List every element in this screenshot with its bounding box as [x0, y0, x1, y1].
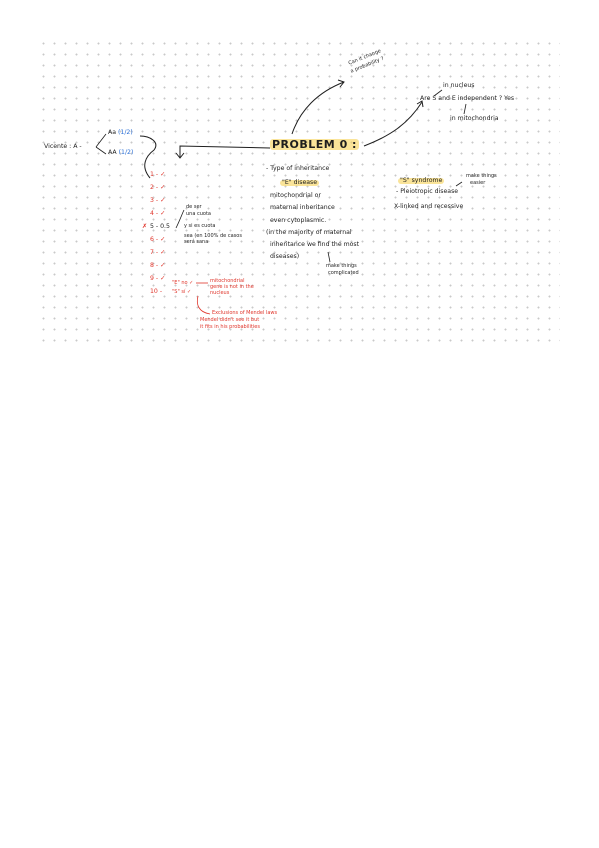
arrow-easier	[455, 181, 463, 187]
checklist-item-10: 10 -	[150, 288, 163, 295]
checklist-item-3: 3 - ✓	[150, 197, 166, 204]
genotype-aa-upper-fraction: (1/2)	[118, 129, 133, 136]
arrow-head-independence	[416, 100, 424, 108]
q10-s-si: "S" sí ✓	[172, 289, 192, 295]
arrow-to-independence	[363, 101, 423, 147]
genotype-aa-upper-text: Aa	[108, 129, 117, 136]
dot-grid-background	[38, 38, 560, 348]
note-5-line5: será sana	[184, 239, 209, 245]
inheritance-maternal: maternal inheritance	[270, 204, 335, 211]
arrow-complicated	[327, 251, 331, 263]
note-easier-line1: make things	[466, 173, 497, 179]
genotype-label: Vicente : A -	[44, 143, 82, 150]
inheritance-mito: mitochondrial or	[270, 192, 321, 199]
e-disease-label: "E" disease	[280, 179, 320, 187]
genotype-aa-lower: AA (1/2)	[108, 149, 134, 156]
checklist-item-8: 8 - ✓	[150, 262, 166, 269]
q10-mito-line3: nucleus	[210, 290, 230, 296]
genotype-aa-lower-text: AA	[108, 149, 117, 156]
genotype-aa-upper: Aa (1/2)	[108, 129, 133, 136]
checklist-item-4: 4 - ✓	[150, 210, 166, 217]
q10-e-no: "E" no ✓	[172, 280, 194, 286]
arrow-to-question	[291, 81, 345, 135]
genotype-aa-lower-fraction: (1/2)	[118, 149, 134, 156]
arrow-head-question	[337, 79, 345, 88]
s-syndrome-xlinked: X-linked and recessive	[394, 203, 464, 210]
inheritance-cyto: even cytoplasmic.	[270, 217, 327, 224]
note-5-line1: de ser	[186, 204, 202, 210]
checklist-item-5: 5 - 0.5	[150, 223, 170, 230]
note-5-line2: una cuota	[186, 211, 211, 217]
q10-exclusions-line3: it fits in his probabilities	[200, 324, 260, 330]
inheritance-type: - Type of inheritance	[266, 165, 330, 172]
s-syndrome-pleiotropic: - Pleiotropic disease	[396, 188, 459, 195]
checklist-item-5-mark: ✗	[142, 223, 148, 230]
inheritance-find: inheritance we find the most	[270, 241, 360, 248]
note-make-things: make things	[326, 263, 357, 269]
q10-mito-line1: mitochondrial	[210, 278, 245, 284]
inheritance-diseases: diseases)	[270, 253, 300, 260]
arrow-mito	[463, 103, 467, 115]
question-independence: Are S and E independent ? Yes	[420, 95, 515, 102]
q10-mito-line2: gene is not in the	[210, 284, 254, 290]
checklist-item-6: 6 - ✓	[150, 236, 166, 243]
checklist-item-7: 7 - ✓	[150, 249, 166, 256]
genotype-branch-lower	[95, 146, 107, 155]
note-complicated: complicated	[328, 270, 359, 276]
note-in-nucleus: in nucleus	[443, 82, 475, 89]
checklist-item-2: 2 - ✓	[150, 184, 166, 191]
inheritance-majority: (in the majority of maternal	[266, 229, 352, 236]
q10-exclusions-line1: Exclusions of Mendel laws	[212, 310, 278, 316]
arrow-item-5	[175, 209, 185, 229]
line-title-to-checklist	[179, 145, 271, 158]
genotype-branch-upper	[95, 133, 107, 148]
s-syndrome-label: "S" syndrome	[398, 177, 445, 185]
note-in-mitochondria: in mitochondria	[450, 115, 499, 122]
red-arrow-exclusions	[196, 295, 211, 315]
note-easier-line2: easier	[470, 180, 486, 186]
arrow-head-checklist	[175, 152, 185, 159]
q10-exclusions-line2: Mendel didn't see it but	[200, 317, 260, 323]
note-5-line3: y si es cuota	[184, 223, 216, 229]
checklist-item-1: 1 - ✓	[150, 171, 166, 178]
note-5-line4: sea (en 100% de casos	[184, 233, 242, 239]
arrow-nucleus	[433, 89, 443, 97]
arrow-to-genotype	[139, 135, 157, 179]
checklist-item-9: 9 - ✓	[150, 275, 166, 282]
page-title: PROBLEM 0 :	[270, 138, 359, 151]
